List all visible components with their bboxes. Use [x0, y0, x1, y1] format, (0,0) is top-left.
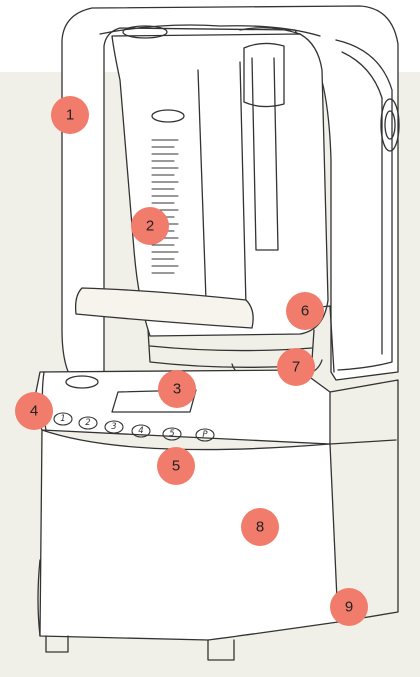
marker-number: 5 [172, 458, 180, 475]
marker-circle [277, 348, 315, 386]
program-button-label: 2 [85, 418, 90, 428]
marker-jar: 2 [131, 207, 169, 245]
hood-latch-icon [380, 98, 400, 152]
marker-side-panel: 9 [330, 588, 368, 626]
base-foot-right [207, 639, 235, 661]
marker-circle [51, 96, 89, 134]
marker-jar-base: 6 [286, 292, 324, 330]
program-button-2 [78, 416, 98, 430]
program-button-labels: 1 2 3 4 5 P [60, 414, 208, 440]
marker-motor-base: 8 [241, 508, 279, 546]
marker-number: 3 [173, 381, 181, 398]
program-button-5 [162, 427, 182, 441]
marker-display: 3 [158, 370, 196, 408]
program-buttons [53, 412, 215, 442]
marker-circle [158, 370, 196, 408]
program-button-p [195, 428, 215, 442]
marker-circle [286, 292, 324, 330]
marker-circle [330, 588, 368, 626]
callout-markers: 1 2 3 4 5 6 7 8 [15, 96, 368, 626]
marker-circle [157, 447, 195, 485]
marker-number: 8 [256, 519, 264, 536]
marker-number: 9 [345, 599, 353, 616]
jar-cap [122, 25, 168, 39]
marker-program-buttons: 5 [157, 447, 195, 485]
jar-tamper [251, 57, 279, 251]
program-button-label: 4 [138, 426, 143, 436]
marker-lid: 1 [51, 96, 89, 134]
program-button-3 [104, 420, 124, 434]
base-foot-left [45, 635, 69, 653]
marker-circle [241, 508, 279, 546]
motor-base-outline [39, 429, 339, 641]
marker-circle [131, 207, 169, 245]
power-button-oval [65, 375, 99, 389]
program-button-label: P [202, 430, 208, 440]
marker-power-button: 4 [15, 392, 53, 430]
base-side-panel [329, 439, 397, 445]
program-button-1 [53, 412, 73, 426]
marker-number: 4 [30, 403, 38, 420]
marker-circle [15, 392, 53, 430]
jar-handle [74, 287, 254, 329]
hood-side-panel [335, 39, 393, 371]
marker-drive-coupling: 7 [277, 348, 315, 386]
program-button-label: 3 [111, 422, 116, 432]
marker-number: 7 [292, 359, 300, 376]
program-button-4 [131, 424, 151, 438]
program-button-label: 5 [169, 429, 174, 439]
marker-number: 1 [66, 107, 74, 124]
program-button-label: 1 [60, 414, 65, 424]
jar-logo [151, 109, 185, 123]
marker-number: 6 [301, 303, 309, 320]
marker-number: 2 [146, 218, 154, 235]
